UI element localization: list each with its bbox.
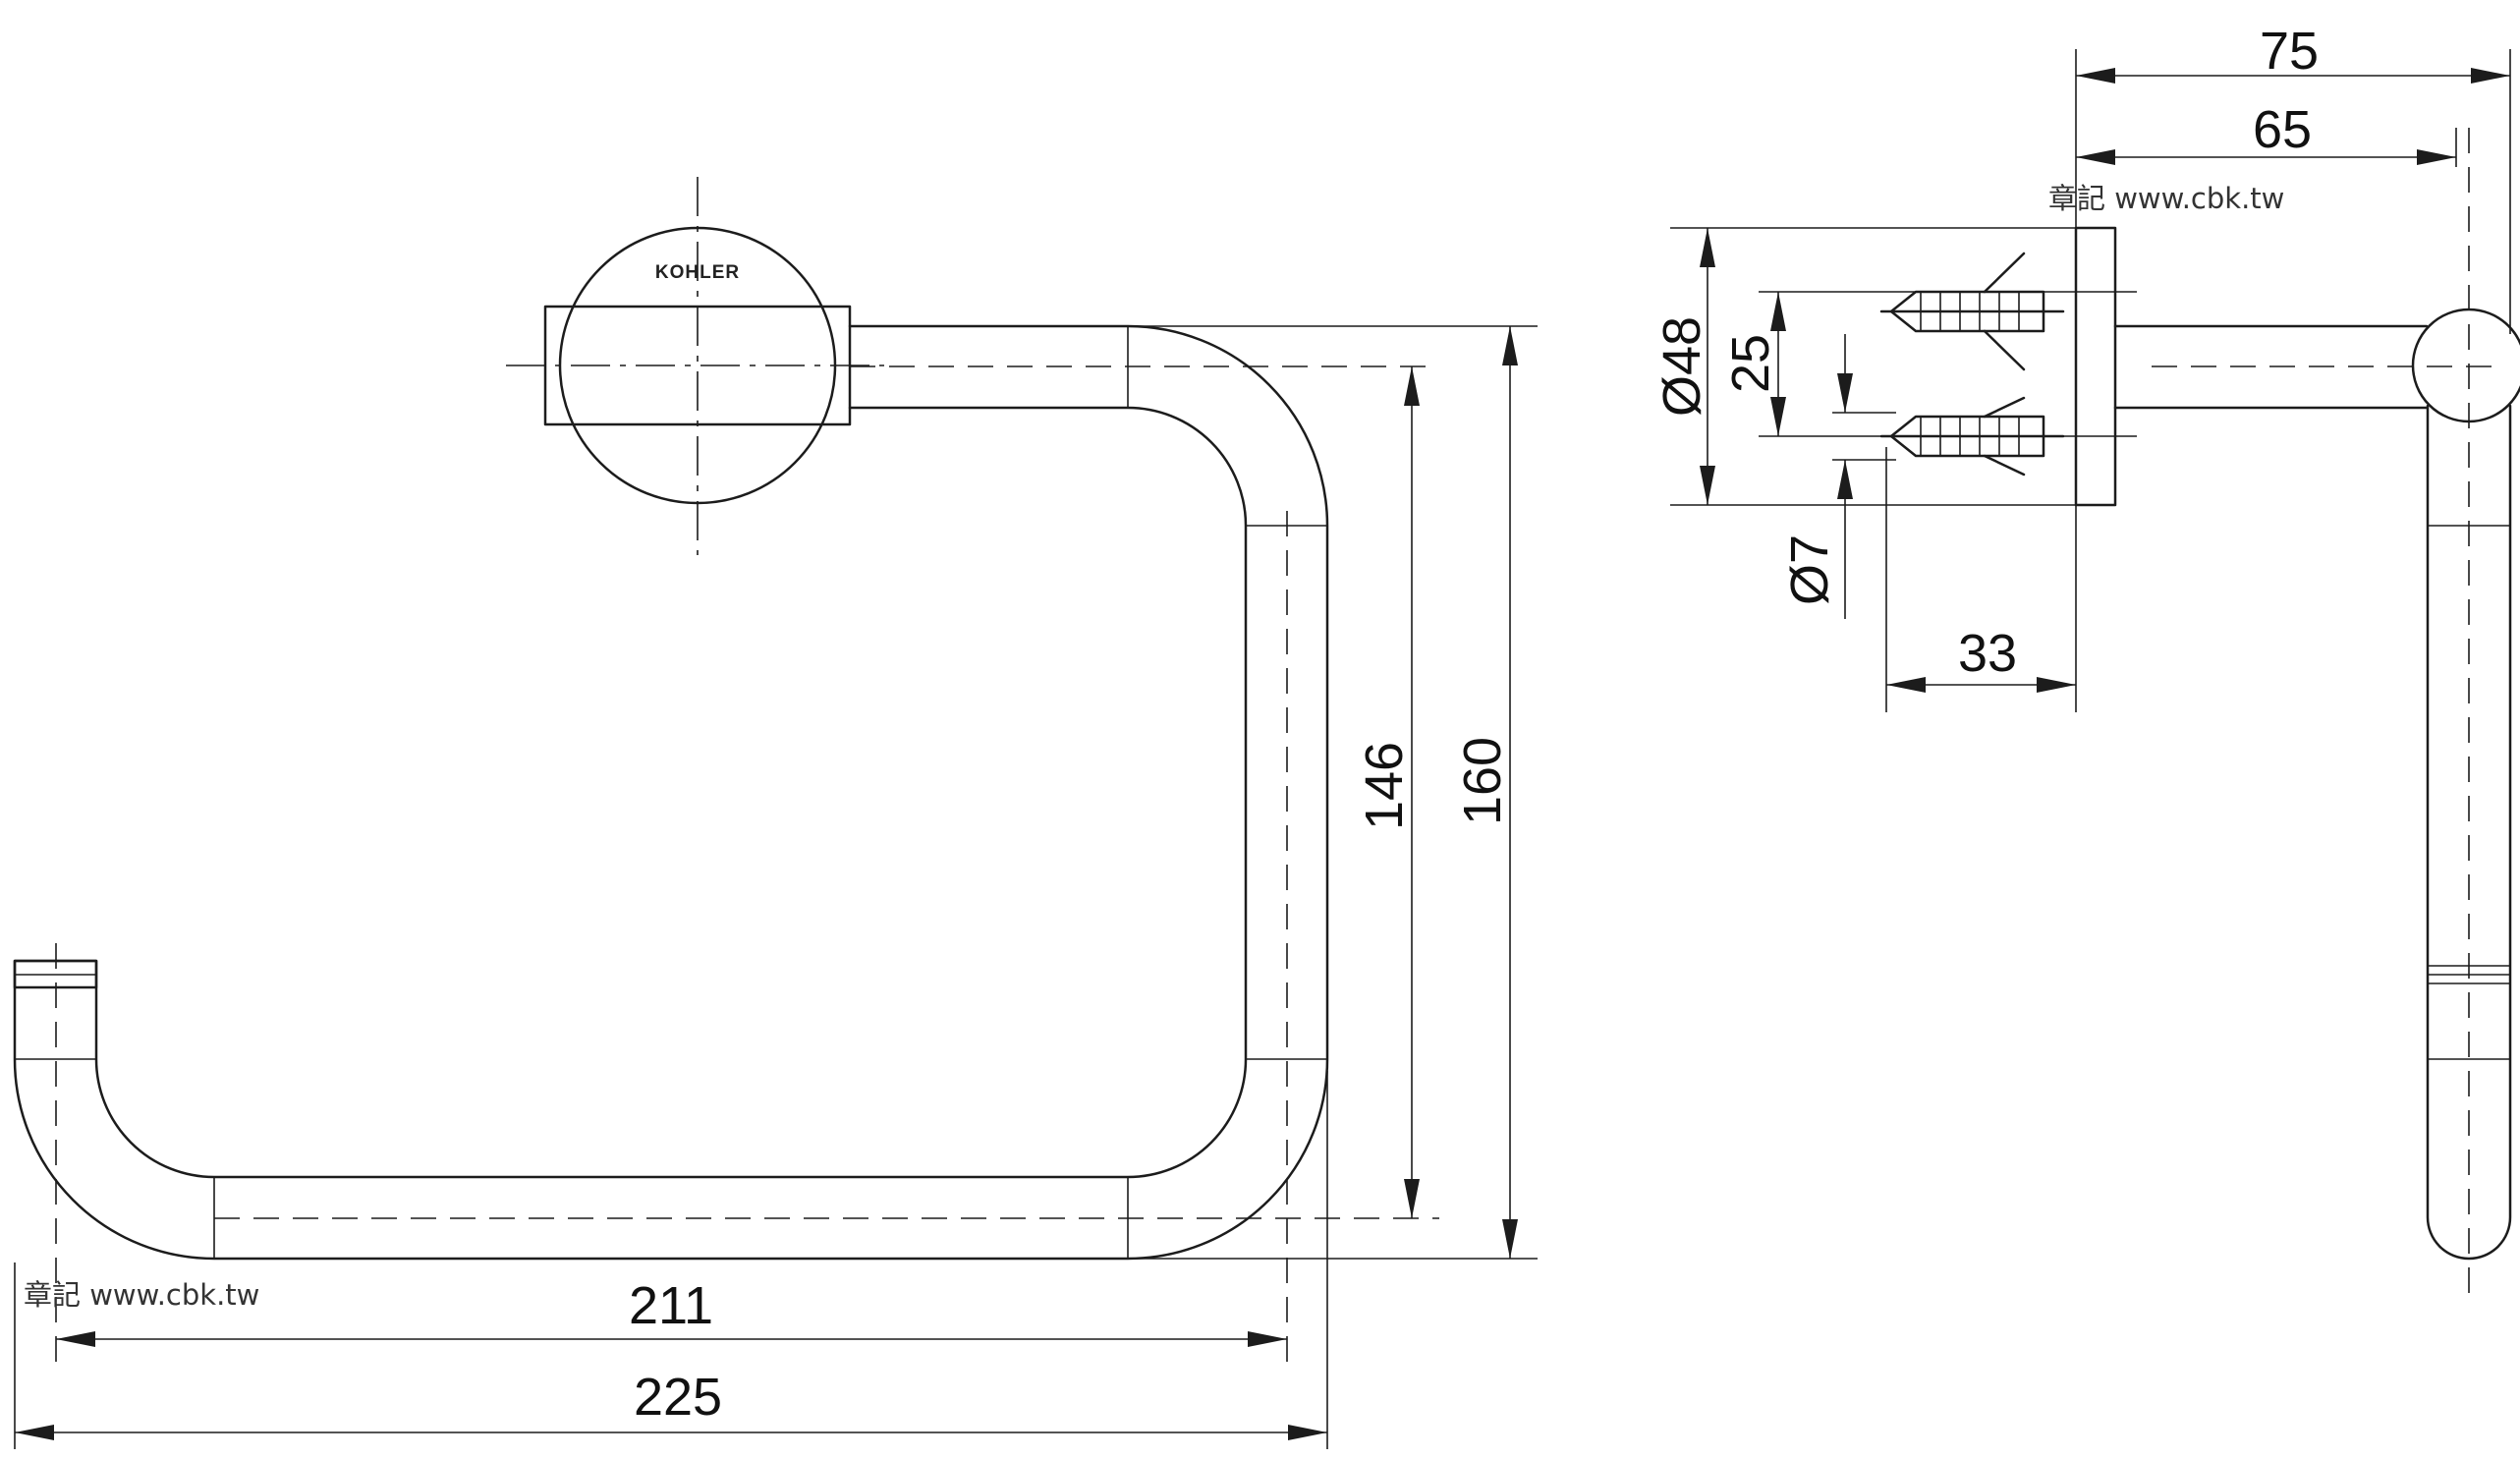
vertical-bar bbox=[2426, 404, 2512, 1261]
dim-65: 65 bbox=[2253, 100, 2312, 159]
dim-33: 33 bbox=[1958, 624, 2017, 683]
dim-160: 160 bbox=[1453, 737, 1512, 825]
dim-diameter-7: Ø7 bbox=[1780, 534, 1839, 605]
watermark: 章記 www.cbk.tw bbox=[24, 1278, 259, 1312]
wall-anchor-bottom bbox=[1759, 396, 2137, 477]
dim-25: 25 bbox=[1721, 334, 1780, 393]
wall-flange bbox=[2074, 226, 2117, 507]
wall-anchor-top bbox=[1759, 252, 2137, 371]
dim-75: 75 bbox=[2260, 22, 2319, 81]
towel-ring-bar bbox=[13, 324, 1329, 1261]
dim-225: 225 bbox=[634, 1368, 722, 1427]
front-view: KOHLER 211 225 146 bbox=[13, 177, 1538, 1449]
dim-211: 211 bbox=[629, 1276, 713, 1335]
side-view: 75 65 Ø48 25 Ø7 33 章記 www.cbk.tw bbox=[1652, 22, 2520, 1307]
dim-146: 146 bbox=[1355, 742, 1414, 830]
dim-diameter-48: Ø48 bbox=[1652, 316, 1711, 417]
bar-end-circle bbox=[2411, 308, 2520, 423]
watermark: 章記 www.cbk.tw bbox=[2048, 182, 2284, 215]
